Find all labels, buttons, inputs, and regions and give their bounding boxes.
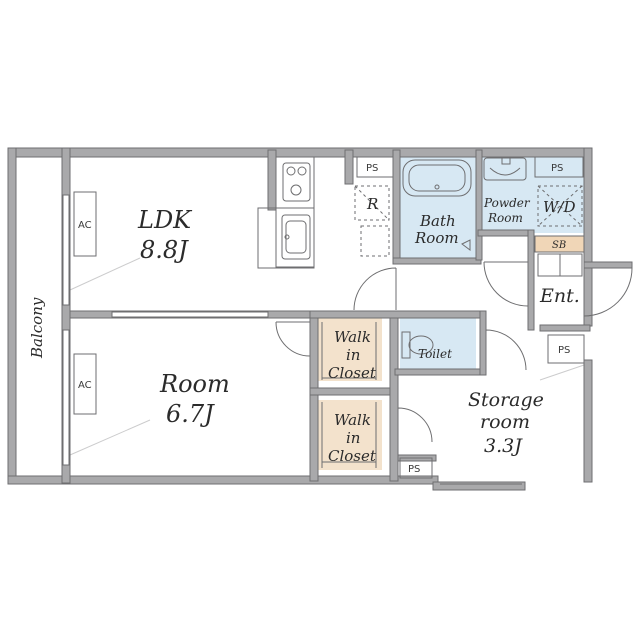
wall-toilet-right	[479, 310, 487, 376]
storage-size: 3.3J	[484, 435, 523, 457]
door-entrance	[583, 267, 633, 317]
bath-drain-icon	[461, 239, 471, 251]
kitchen-counter-return	[257, 207, 315, 269]
wic1-label-1: Walk	[334, 328, 371, 346]
storage-label-2: room	[480, 411, 530, 433]
wall-toilet-bottom	[394, 368, 482, 376]
shoe-cabinet	[537, 253, 583, 277]
door-storage	[397, 407, 433, 443]
wall-room-right	[309, 310, 319, 482]
shoe-box-label: SB	[552, 240, 566, 251]
balcony-window-1	[62, 194, 70, 306]
ps-box-1: PS	[356, 156, 394, 178]
bath-room-floor	[400, 157, 476, 258]
wic2-label-1: Walk	[334, 411, 371, 429]
powder-room-floor	[480, 157, 584, 233]
closet-rail-1	[321, 322, 377, 380]
outer-wall-ent-right	[583, 261, 633, 269]
washer-label: W/D	[543, 198, 576, 216]
outer-wall-top	[7, 147, 593, 158]
wall-powder-bottom	[477, 229, 535, 237]
ldk-label: LDK	[137, 206, 193, 234]
ac-unit-2: AC	[73, 353, 97, 415]
storage-label-1: Storage	[468, 389, 544, 411]
ps-box-2: PS	[534, 156, 584, 178]
ldk-floor-hint	[69, 257, 141, 291]
wall-bath-right	[475, 149, 483, 261]
wall-wic-top	[309, 310, 487, 319]
ps-label-4: PS	[408, 464, 420, 475]
wall-bath-bottom	[392, 257, 482, 265]
wall-ps-block	[539, 324, 591, 332]
door-bath	[483, 261, 529, 307]
ac-label-2: AC	[78, 380, 92, 391]
ac-label-1: AC	[78, 220, 92, 231]
balcony-label: Balcony	[28, 297, 46, 359]
washer-space	[537, 185, 583, 227]
stove-icon	[282, 162, 311, 202]
closet-rail-2	[321, 402, 377, 468]
wall-kitchen-back	[267, 149, 277, 211]
wic1-label-2: in	[346, 346, 360, 364]
wic2-label-2: in	[346, 429, 360, 447]
kitchen-sink-icon	[281, 214, 311, 260]
wic-1-floor	[318, 317, 382, 381]
outer-wall-right-lower	[583, 359, 593, 483]
outer-wall-left	[7, 147, 17, 484]
toilet-icon	[401, 331, 434, 359]
door-toilet	[485, 329, 527, 371]
wic1-label-3: Closet	[328, 364, 377, 382]
wall-wic-right	[389, 310, 399, 482]
outer-wall-right-upper	[583, 147, 593, 327]
wall-wic-mid	[309, 387, 399, 396]
toilet-label: Toilet	[418, 347, 452, 361]
powder-label-1: Powder	[483, 196, 531, 210]
bathtub-icon	[402, 159, 472, 197]
vanity-sink-icon	[483, 157, 527, 181]
refrigerator-label: R	[366, 195, 378, 213]
ps-label-3: PS	[558, 345, 570, 356]
room-label: Room	[159, 370, 230, 398]
wall-ent-left	[527, 229, 535, 331]
room-floor-hint	[69, 419, 151, 456]
outer-wall-bottom-left	[7, 475, 439, 485]
ldk-size: 8.8J	[140, 236, 189, 264]
door-room	[275, 321, 311, 357]
room-size: 6.7J	[166, 400, 215, 428]
door-ldk	[353, 267, 397, 311]
entrance-label: Ent.	[539, 285, 580, 307]
outer-wall-bottom-right	[432, 481, 526, 491]
powder-label-2: Room	[487, 211, 523, 225]
bath-label-2: Room	[414, 229, 459, 247]
wall-bath-left	[392, 149, 401, 263]
toilet-floor	[400, 317, 476, 369]
ps-label-1: PS	[366, 163, 378, 174]
wic-2-floor	[318, 400, 382, 470]
bath-label-1: Bath	[419, 212, 456, 230]
balcony-window-2	[62, 329, 70, 466]
ac-unit-1: AC	[73, 191, 97, 257]
ps-box-4: PS	[399, 457, 433, 479]
storage-floor-hint	[539, 364, 585, 381]
ldk-room-sliding-door	[111, 311, 269, 318]
wall-kitchen-corner	[344, 149, 354, 185]
ps-box-3: PS	[547, 334, 585, 364]
ps-label-2: PS	[551, 163, 563, 174]
refrigerator-space	[354, 185, 390, 257]
wic2-label-3: Closet	[328, 447, 377, 465]
